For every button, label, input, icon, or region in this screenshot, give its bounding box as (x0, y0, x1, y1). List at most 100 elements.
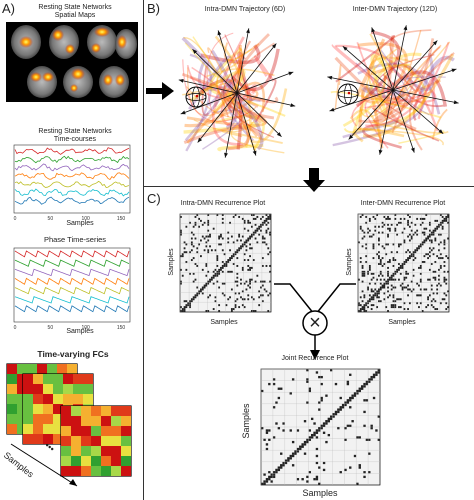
rp-cell (261, 257, 264, 260)
rp-cell (243, 298, 246, 301)
rp-cell (372, 247, 375, 250)
rp-cell (367, 227, 369, 230)
rp-cell (419, 302, 422, 305)
rp-cell (318, 482, 321, 485)
rp-cell (396, 251, 399, 254)
brain-slice (49, 25, 79, 59)
rp-cell (428, 221, 431, 224)
fc-cell (91, 406, 101, 416)
trajectory-segment (184, 36, 219, 78)
rp-cell (432, 233, 435, 236)
fc-cell (43, 384, 53, 394)
rp-cell (250, 235, 253, 238)
rp-cell (425, 214, 428, 216)
rp-cell (370, 296, 373, 299)
rp-cell (181, 253, 184, 256)
trajectory-segment (223, 42, 260, 61)
rp-cell (428, 229, 431, 232)
rp-cell (269, 292, 271, 295)
rp-cell (236, 249, 239, 252)
rp-cell (267, 215, 270, 218)
series-line (14, 147, 130, 155)
rp-cell (249, 266, 251, 269)
trajectory-segment (183, 126, 263, 144)
rp-cell (238, 235, 241, 238)
trajectory-segment (193, 114, 258, 133)
rp-cell (241, 243, 244, 246)
trajectory-segment (182, 78, 237, 96)
rp-cell (410, 253, 413, 256)
fc-cell (63, 394, 73, 404)
rp-cell (349, 406, 352, 409)
rp-cell (315, 447, 319, 451)
rp-cell (207, 296, 210, 299)
rp-cell (432, 298, 435, 301)
rp-cell (408, 255, 411, 258)
rp-cell (396, 223, 399, 226)
rp-cell (346, 401, 350, 404)
rp-cell (272, 382, 276, 386)
series-line (14, 163, 130, 172)
axis-ray (197, 92, 238, 143)
rp-cell (387, 223, 389, 226)
rp-cell (399, 272, 402, 275)
tick-label: 50 (48, 216, 54, 222)
rp-cell (414, 231, 417, 234)
trajectory-segment (215, 114, 265, 151)
rp-cell (241, 266, 244, 269)
rp-cell (423, 288, 426, 291)
trajectory-segment (200, 44, 261, 65)
rp-cell (241, 245, 244, 248)
rp-cell (227, 241, 230, 244)
trajectory-segment (229, 96, 262, 138)
rp-cell (410, 280, 413, 283)
rp-cell (378, 257, 380, 260)
rp-cell (372, 290, 375, 293)
fc-cell (121, 456, 131, 466)
trajectory-segment (225, 98, 254, 120)
fc-cell (83, 384, 93, 394)
rp-cell (265, 231, 268, 234)
fc-cell (71, 446, 81, 456)
axis-arrowhead (438, 129, 444, 134)
rp-cell (306, 480, 309, 483)
tick-label: 0 (14, 216, 17, 222)
fc-cell (101, 446, 111, 456)
rp-cell (196, 286, 199, 289)
rp-cell (210, 249, 213, 252)
rp-cell (180, 231, 182, 234)
rp-cell (368, 471, 371, 474)
rp-cell (196, 251, 199, 254)
rp-cell (247, 221, 250, 224)
rp-cell (327, 433, 331, 437)
rp-cell (432, 292, 435, 295)
rp-cell (376, 214, 379, 216)
rp-cell (358, 310, 360, 312)
rp-cell (392, 278, 395, 281)
rp-cell (247, 229, 250, 232)
fc-cell (111, 416, 121, 426)
rp-cell (200, 239, 202, 242)
trajectory-segment (342, 54, 387, 128)
rp-cell (375, 371, 378, 374)
rp-cell (203, 286, 206, 289)
rp-cell (265, 431, 269, 434)
rp-cell (432, 306, 435, 309)
rp-cell (428, 278, 431, 281)
trajectory-segment (237, 51, 253, 102)
fc-cell (43, 394, 53, 404)
rp-cell (284, 461, 288, 465)
rp-cell (260, 294, 262, 297)
rp-cell (240, 282, 242, 285)
trajectory-segment (356, 128, 444, 146)
rp-cell (374, 282, 377, 285)
fc-cell (17, 374, 27, 384)
rp-cell (344, 403, 347, 407)
fc-cell (71, 466, 81, 476)
rp-cell (376, 253, 379, 256)
sphere-point (195, 94, 199, 98)
rp-cell (205, 245, 208, 248)
rp-cell (383, 284, 386, 287)
phase-xlabel: Samples (66, 328, 94, 335)
